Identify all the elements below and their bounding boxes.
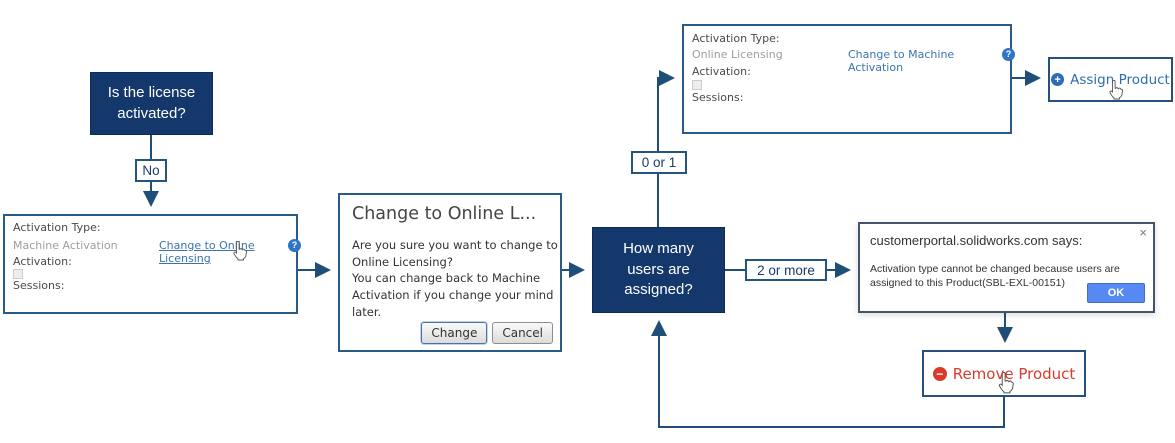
- activation-type-value: Machine Activation: [13, 239, 118, 252]
- activation-type-value: Online Licensing: [692, 48, 783, 61]
- dialog-title: Change to Online L...: [352, 204, 537, 224]
- connector-0or1-to-online-panel: [657, 70, 675, 151]
- sessions-label: Sessions:: [692, 91, 744, 104]
- browser-alert-dialog: × customerportal.solidworks.com says: Ac…: [858, 222, 1155, 313]
- change-confirmation-dialog: Change to Online L... Are you sure you w…: [338, 193, 562, 352]
- help-icon[interactable]: ?: [288, 239, 301, 252]
- dialog-body: Are you sure you want to change to Onlin…: [352, 238, 558, 319]
- cancel-button[interactable]: Cancel: [492, 322, 553, 344]
- machine-activation-panel: Activation Type: Machine Activation Chan…: [3, 214, 301, 314]
- flow-label-2-or-more: 2 or more: [745, 259, 827, 281]
- activation-checkbox[interactable]: [692, 80, 702, 90]
- minus-circle-icon: −: [932, 366, 947, 381]
- remove-product-button[interactable]: − Remove Product: [922, 350, 1086, 397]
- alert-body: Activation type cannot be changed becaus…: [870, 263, 1120, 290]
- plus-circle-icon: +: [1051, 73, 1065, 86]
- alert-title: customerportal.solidworks.com says:: [870, 233, 1083, 248]
- change-to-machine-activation-link[interactable]: Change to Machine Activation: [848, 48, 955, 74]
- activation-checkbox[interactable]: [13, 269, 23, 279]
- help-icon[interactable]: ?: [1002, 48, 1015, 61]
- close-icon[interactable]: ×: [1139, 225, 1147, 240]
- online-licensing-panel: Activation Type: Online Licensing Change…: [682, 24, 1015, 134]
- ok-button[interactable]: OK: [1087, 283, 1145, 303]
- assign-product-label: Assign Product: [1070, 71, 1170, 88]
- activation-type-label: Activation Type:: [692, 32, 780, 45]
- flow-label-no: No: [135, 159, 167, 182]
- assign-product-button[interactable]: + Assign Product: [1048, 57, 1173, 102]
- flow-label-0-or-1: 0 or 1: [631, 151, 687, 174]
- activation-type-label: Activation Type:: [13, 221, 101, 234]
- remove-product-label: Remove Product: [952, 364, 1076, 383]
- decision-license-activated: Is the license activated?: [90, 72, 213, 135]
- change-button[interactable]: Change: [421, 322, 488, 344]
- activation-label: Activation:: [13, 255, 72, 268]
- activation-label: Activation:: [692, 65, 751, 78]
- decision-users-assigned: How many users are assigned?: [592, 227, 725, 313]
- change-to-online-licensing-link[interactable]: Change to Online Licensing: [159, 239, 255, 265]
- sessions-label: Sessions:: [13, 279, 65, 292]
